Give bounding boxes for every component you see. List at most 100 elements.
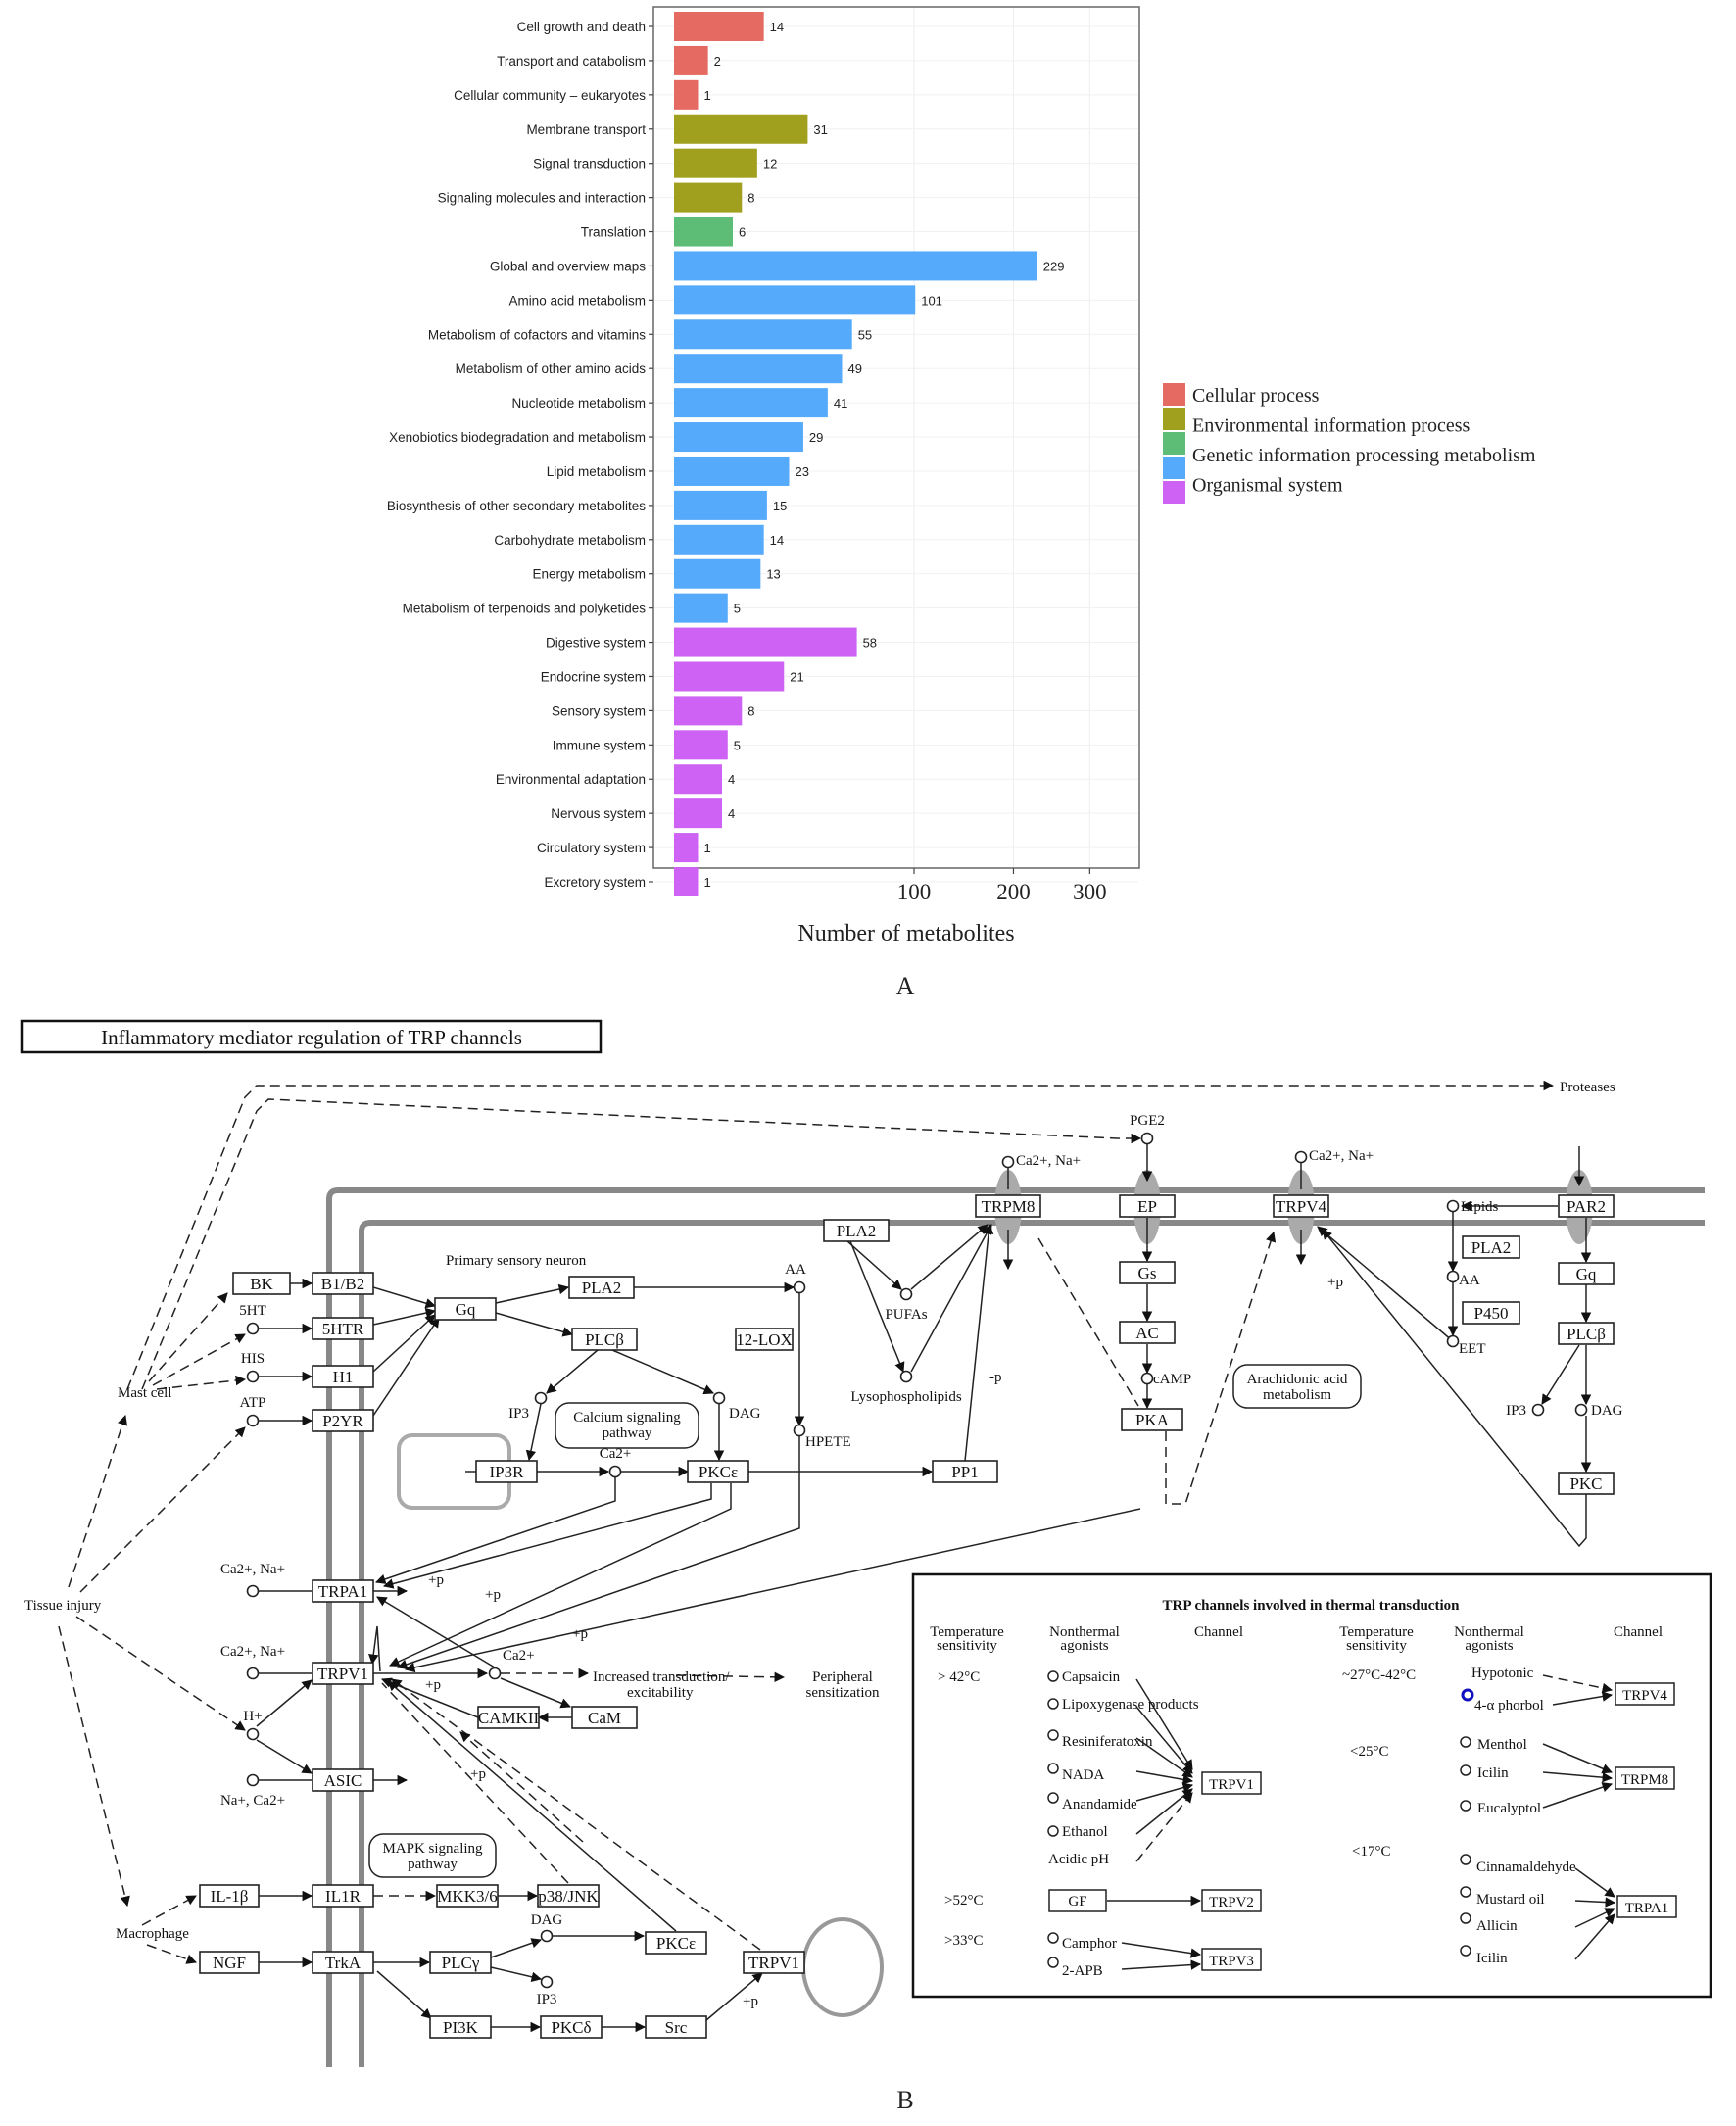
channel-box[interactable]	[1615, 1682, 1675, 1706]
gene-node-pkce[interactable]: PKCε	[687, 1460, 749, 1483]
gene-node-camkii[interactable]: CAMKII	[477, 1706, 540, 1729]
compound-circle-ip3c[interactable]	[540, 1975, 554, 1989]
compound-circle-his[interactable]	[246, 1370, 260, 1383]
compound-circle-dag[interactable]	[712, 1391, 726, 1405]
compound-circle-cana2[interactable]	[1294, 1150, 1308, 1164]
gene-node-pkcd[interactable]: PKCδ	[540, 2015, 603, 2039]
gene-node-pkc[interactable]: PKC	[1558, 1472, 1615, 1495]
agonist-circle[interactable]	[1460, 1800, 1471, 1812]
gene-node-lox12[interactable]: 12-LOX	[735, 1328, 794, 1351]
compound-circle-lipids[interactable]	[1446, 1199, 1460, 1213]
gene-node-pla2c[interactable]: PLA2	[1462, 1235, 1520, 1259]
compound-circle-pge2[interactable]	[1140, 1132, 1154, 1145]
agonist-circle[interactable]	[1047, 1729, 1059, 1741]
gene-node-il1b[interactable]: IL-1β	[199, 1884, 260, 1908]
compound-circle-dag2[interactable]	[1574, 1403, 1588, 1417]
gene-node-pi3k[interactable]: PI3K	[429, 2015, 492, 2039]
compound-circle-cana3[interactable]	[246, 1584, 260, 1598]
gene-node-plcb2[interactable]: PLCβ	[1558, 1322, 1615, 1345]
gene-node-ac[interactable]: AC	[1119, 1321, 1176, 1344]
gene-node-trpv1[interactable]: TRPV1	[312, 1662, 374, 1685]
compound-circle-aa2[interactable]	[1446, 1270, 1460, 1283]
gene-node-p2yr[interactable]: P2YR	[312, 1409, 374, 1432]
compound-circle-cana4[interactable]	[246, 1667, 260, 1680]
gene-node-pla2b[interactable]: PLA2	[823, 1219, 890, 1242]
agonist-circle[interactable]	[1047, 1825, 1059, 1837]
gene-node-il1r[interactable]: IL1R	[312, 1884, 374, 1908]
gene-node-trpa1[interactable]: TRPA1	[312, 1579, 374, 1603]
agonist-circle[interactable]	[1047, 1670, 1059, 1682]
compound-circle-ca2[interactable]	[488, 1667, 502, 1680]
gene-node-ep[interactable]: EP	[1119, 1194, 1176, 1218]
agonist-box-gf[interactable]	[1048, 1889, 1107, 1912]
gene-node-bk[interactable]: BK	[232, 1272, 291, 1295]
gene-node-p38[interactable]: p38/JNK	[537, 1884, 600, 1908]
gene-node-gq2[interactable]: Gq	[1558, 1262, 1615, 1285]
gene-node-pka[interactable]: PKA	[1121, 1408, 1183, 1431]
compound-circle-ca1[interactable]	[608, 1465, 622, 1478]
compound-circle-naca[interactable]	[246, 1773, 260, 1787]
gene-node-p450[interactable]: P450	[1462, 1301, 1520, 1325]
channel-box[interactable]	[1616, 1895, 1677, 1918]
agonist-circle[interactable]	[1047, 1698, 1059, 1710]
agonist-circle[interactable]	[1460, 1886, 1471, 1898]
compound-circle-h[interactable]	[246, 1727, 260, 1741]
gene-label: PKA	[1135, 1411, 1170, 1429]
agonist-circle[interactable]	[1460, 1912, 1471, 1924]
agonist-circle[interactable]	[1047, 1792, 1059, 1804]
gene-node-b1b2[interactable]: B1/B2	[312, 1272, 374, 1295]
compound-circle-aa[interactable]	[793, 1280, 806, 1294]
gene-node-pla2a[interactable]: PLA2	[568, 1276, 635, 1299]
compound-circle-pufas[interactable]	[899, 1287, 913, 1301]
gene-node-pkce2[interactable]: PKCε	[645, 1931, 707, 1955]
gene-node-trpm8[interactable]: TRPM8	[975, 1194, 1041, 1218]
compound-circle-atp[interactable]	[246, 1414, 260, 1427]
compound-circle-cana1[interactable]	[1001, 1155, 1015, 1169]
channel-box[interactable]	[1201, 1948, 1262, 1971]
compound-circle-eet[interactable]	[1446, 1334, 1460, 1348]
agonist-circle[interactable]	[1047, 1957, 1059, 1968]
agonist-circle[interactable]	[1460, 1736, 1471, 1748]
pathway-map-box[interactable]	[368, 1833, 497, 1878]
compound-circle-hpete[interactable]	[793, 1424, 806, 1437]
channel-box[interactable]	[1615, 1766, 1675, 1790]
gene-node-trpv1b[interactable]: TRPV1	[743, 1951, 805, 1974]
compound-circle-dag3[interactable]	[540, 1929, 554, 1943]
compound-circle-lyso[interactable]	[899, 1370, 913, 1383]
compound-circle-ip3[interactable]	[534, 1391, 548, 1405]
gene-node-plcb[interactable]: PLCβ	[571, 1328, 638, 1351]
channel-box[interactable]	[1201, 1771, 1262, 1795]
agonist-circle[interactable]	[1047, 1932, 1059, 1944]
gene-label: TRPM8	[982, 1197, 1036, 1216]
compound-circle-camp[interactable]	[1140, 1372, 1154, 1385]
agonist-circle[interactable]	[1047, 1763, 1059, 1774]
gene-node-ngf[interactable]: NGF	[199, 1951, 260, 1974]
edge	[148, 1292, 228, 1382]
gene-node-gq[interactable]: Gq	[434, 1297, 497, 1321]
agonist-circle[interactable]	[1460, 1854, 1471, 1865]
pathway-map-box[interactable]	[555, 1402, 699, 1449]
agonist-circle-highlighted[interactable]	[1461, 1688, 1474, 1702]
compound-circle-ht5[interactable]	[246, 1322, 260, 1335]
gene-node-trpv4[interactable]: TRPV4	[1273, 1194, 1329, 1218]
gene-node-par2[interactable]: PAR2	[1558, 1194, 1615, 1218]
gene-node-ip3r[interactable]: IP3R	[475, 1460, 538, 1483]
compound-circle-ip3b[interactable]	[1531, 1403, 1545, 1417]
gene-node-plcg[interactable]: PLCγ	[429, 1951, 492, 1974]
gene-node-gs[interactable]: Gs	[1119, 1261, 1176, 1284]
gene-node-trka[interactable]: TrkA	[312, 1951, 374, 1974]
gene-node-h1[interactable]: H1	[312, 1365, 374, 1388]
channel-box[interactable]	[1201, 1889, 1262, 1912]
gene-node-asic[interactable]: ASIC	[312, 1768, 374, 1792]
gene-node-pp1[interactable]: PP1	[932, 1460, 998, 1483]
agonist-circle[interactable]	[1460, 1764, 1471, 1776]
gene-node-mkk36[interactable]: MKK3/6	[436, 1884, 499, 1908]
gene-node-cam[interactable]: CaM	[571, 1706, 638, 1729]
pathway-map-box[interactable]	[1232, 1364, 1362, 1409]
agonist-circle[interactable]	[1460, 1945, 1471, 1957]
gene-node-htr5[interactable]: 5HTR	[312, 1317, 374, 1340]
gene-node-src[interactable]: Src	[645, 2015, 707, 2039]
